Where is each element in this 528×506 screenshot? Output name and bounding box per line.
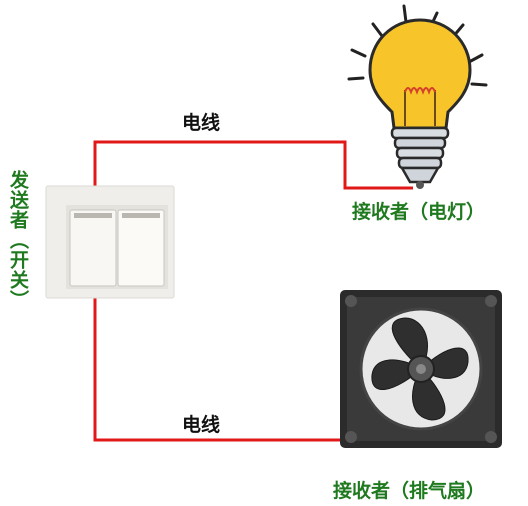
wire-to-lamp [93,140,413,210]
double-wall-switch-icon [45,185,175,299]
wire-to-fan [93,288,356,442]
wire-label-bottom: 电线 [182,414,221,436]
receiver-lamp-label: 接收者（电灯） [352,201,486,223]
receiver-fan-label: 接收者（排气扇） [333,480,486,502]
wire-label-top: 电线 [182,112,221,134]
sender-switch-label: 发送者（开关） [7,170,29,310]
exhaust-fan-icon [340,290,502,448]
light-bulb-icon [347,4,488,189]
